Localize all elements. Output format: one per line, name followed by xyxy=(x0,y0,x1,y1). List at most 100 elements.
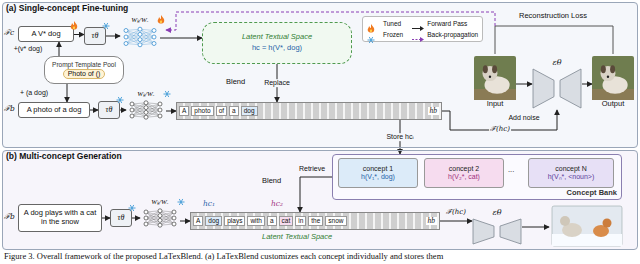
concept-embedding: h(V₁*, dog) xyxy=(361,173,395,181)
legend-item: Frozen xyxy=(367,30,403,39)
edge-label: Replace xyxy=(263,79,291,87)
annotation-label: ... xyxy=(508,166,514,174)
edge-label: Retrieve xyxy=(298,165,326,173)
attention-weights: Wₖ/Wᵥ xyxy=(120,16,160,54)
tuned-icon xyxy=(70,21,78,30)
denoiser-name: εθ xyxy=(552,58,561,68)
annotation-label: Latent Textual Space xyxy=(262,233,332,241)
legend-item: Tuned xyxy=(367,19,403,28)
token-sequence: Aphotoofadog hb xyxy=(176,102,442,120)
annotation-label: Blend xyxy=(262,177,281,185)
edge-label: ℱ(hc) xyxy=(445,209,467,217)
concept-entry: concept Nh(Vₙ*, <noun>) xyxy=(528,158,614,188)
token: with xyxy=(247,216,265,227)
token: a xyxy=(267,216,277,227)
box-text: A dog plays with a cat in the snow xyxy=(22,209,98,226)
box-text: A V* dog xyxy=(31,30,60,39)
panel-ground xyxy=(2,2,638,148)
box-text: τθ xyxy=(118,213,125,222)
annotation-label: ℱb xyxy=(4,213,15,221)
concept-name: concept 2 xyxy=(449,165,479,173)
attention-weights: Wₖ/Wᵥ xyxy=(126,90,166,126)
legend-item: Forward Pass xyxy=(411,19,478,28)
tuned-icon xyxy=(157,15,165,24)
connector-arrow xyxy=(67,84,68,102)
token: photo xyxy=(191,106,213,117)
frozen-icon xyxy=(177,198,185,206)
state-icon xyxy=(128,204,136,213)
edge-label: + (a dog) xyxy=(19,89,49,97)
legend-line xyxy=(411,35,425,44)
loss-bracket xyxy=(495,26,613,54)
image-caption: Output xyxy=(602,100,625,109)
denoiser-name: εθ xyxy=(492,208,501,218)
connector-arrow xyxy=(59,42,60,56)
token-sequence: Adogplayswithacatinthesnow hb xyxy=(190,212,440,230)
annotation-label: ℱc xyxy=(4,29,14,37)
process-box: τθ xyxy=(84,27,106,45)
tuned-icon xyxy=(367,24,375,33)
token: of xyxy=(216,106,227,117)
token: A xyxy=(179,106,189,117)
frozen-icon xyxy=(367,36,375,44)
legend-sample xyxy=(367,30,381,39)
state-icon xyxy=(116,96,124,105)
legend-text: Frozen xyxy=(383,31,403,38)
figure-caption: Figure 3. Overall framework of the propo… xyxy=(4,252,443,261)
legend-text: Back-propagation xyxy=(427,31,478,38)
token-row: Aphotoofadog xyxy=(179,106,258,117)
connector-arrow xyxy=(102,218,110,219)
annotation-label: hc₁ xyxy=(203,200,215,208)
sequence-name: hb xyxy=(426,217,438,226)
legend-sample xyxy=(411,19,425,28)
concept-entry: concept 1h(V₁*, dog) xyxy=(338,158,418,188)
unet-shape xyxy=(532,68,582,109)
network-icon xyxy=(128,98,164,122)
bank-title: Concept Bank xyxy=(567,189,617,198)
concept-name: concept N xyxy=(555,165,587,173)
image-box: Output xyxy=(592,56,634,112)
image-box: Input xyxy=(474,56,516,112)
template-text: Photo of () xyxy=(63,69,106,79)
process-box: A V* dog xyxy=(18,26,74,42)
frozen-icon xyxy=(102,22,110,30)
connector-arrow xyxy=(180,221,190,222)
connector-arrow xyxy=(106,36,120,37)
connector-arrow xyxy=(74,34,84,35)
annotation-label: ℱb xyxy=(4,105,15,113)
token: the xyxy=(308,216,323,227)
legend-line xyxy=(411,24,425,33)
token: a xyxy=(229,106,239,117)
token: plays xyxy=(224,216,245,227)
panel-frame: (a) Single-concept Fine-tuning A V* dog τθ… xyxy=(2,2,638,148)
space-title: Latent Textual Space xyxy=(242,33,312,42)
output-arrow xyxy=(522,227,549,228)
state-icon xyxy=(157,10,165,19)
connector-arrow xyxy=(440,221,472,222)
pool-title: Prompt Template Pool xyxy=(52,61,116,68)
connector-arrow xyxy=(160,38,202,39)
weight-name: Wₖ/Wᵥ xyxy=(131,16,149,24)
network-icon xyxy=(122,24,158,50)
weight-name: Wₖ/Wᵥ xyxy=(151,198,169,206)
unet-shape xyxy=(472,218,522,245)
connector-arrow xyxy=(300,177,332,212)
state-icon xyxy=(70,21,78,30)
concept-bank: Concept Bank concept 1h(V₁*, dog) concept … xyxy=(332,154,622,200)
connector-arrow xyxy=(120,110,126,111)
network-icon xyxy=(142,206,178,230)
weight-name: Wₖ/Wᵥ xyxy=(137,90,155,98)
token-row: Adogplayswithacatinthesnow xyxy=(193,216,347,227)
sequence-name: hb xyxy=(428,107,440,116)
dog-photo xyxy=(592,56,634,100)
annotation-label: hc₂ xyxy=(271,200,283,208)
panel-title: (b) Multi-concept Generation xyxy=(6,152,122,162)
box-text: A photo of a dog xyxy=(27,106,82,115)
connector-arrow xyxy=(166,111,176,112)
token: in xyxy=(295,216,306,227)
panel-title: (a) Single-concept Fine-tuning xyxy=(6,4,128,14)
annotation-label: Reconstruction Loss xyxy=(519,12,587,20)
template-pool: Prompt Template PoolPhoto of () xyxy=(44,56,124,84)
edge-label: +(v* dog) xyxy=(13,45,44,53)
